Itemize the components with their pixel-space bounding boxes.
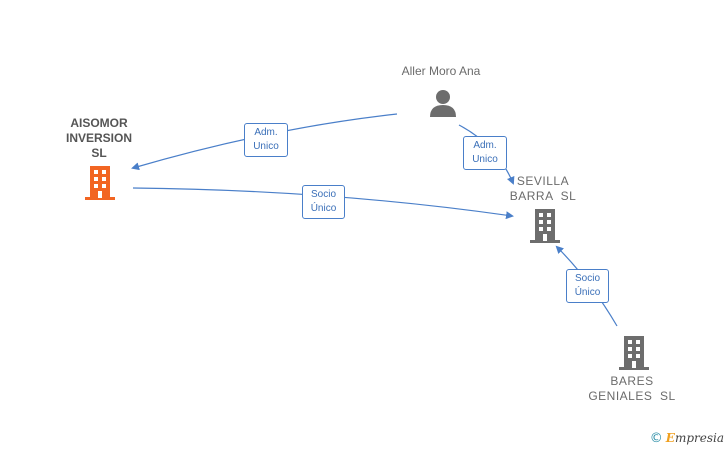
sevilla-line2: BARRA SL	[509, 189, 577, 203]
bares-line1: BARES	[610, 374, 654, 388]
edge-label-adm-aller-aisomor[interactable]: Adm. Unico	[244, 123, 288, 157]
edge-label-line2: Unico	[472, 154, 498, 165]
edge-label-line1: Adm.	[254, 127, 278, 138]
edge-label-line1: Socio	[574, 273, 600, 284]
brand-rest: mpresia	[674, 431, 724, 445]
aisomor-line2: INVERSION	[65, 131, 132, 145]
brand-initial: E	[665, 431, 675, 445]
edge-label-line2: Unico	[253, 141, 279, 152]
building-icon[interactable]	[618, 335, 650, 371]
building-icon[interactable]	[529, 208, 561, 244]
edge-label-adm-aller-sevilla[interactable]: Adm. Unico	[463, 136, 507, 170]
node-label-bares[interactable]: BARES GENIALES SL	[580, 374, 684, 404]
node-label-aller[interactable]: Aller Moro Ana	[401, 64, 481, 78]
edge-label-socio-bares-sevilla[interactable]: Socio Único	[566, 269, 609, 303]
aisomor-line3: SL	[91, 146, 107, 160]
aisomor-line1: AISOMOR	[70, 116, 128, 130]
empresia-watermark: ©Empresia	[650, 431, 724, 446]
bares-line2: GENIALES SL	[588, 389, 676, 403]
edge-label-line1: Adm.	[473, 140, 497, 151]
edge-label-line2: Único	[310, 203, 337, 214]
edge-label-line1: Socio	[310, 189, 336, 200]
edge-label-socio-aisomor-sevilla[interactable]: Socio Único	[302, 185, 345, 219]
person-icon[interactable]	[428, 88, 458, 118]
sevilla-line1: SEVILLA	[516, 174, 570, 188]
building-icon[interactable]	[84, 165, 116, 201]
node-label-sevilla[interactable]: SEVILLA BARRA SL	[496, 174, 590, 204]
copyright-symbol: ©	[649, 431, 663, 446]
brand-name: Empresia	[666, 431, 724, 445]
node-label-aisomor[interactable]: AISOMOR INVERSION SL	[50, 116, 148, 161]
edge-label-line2: Único	[574, 287, 601, 298]
